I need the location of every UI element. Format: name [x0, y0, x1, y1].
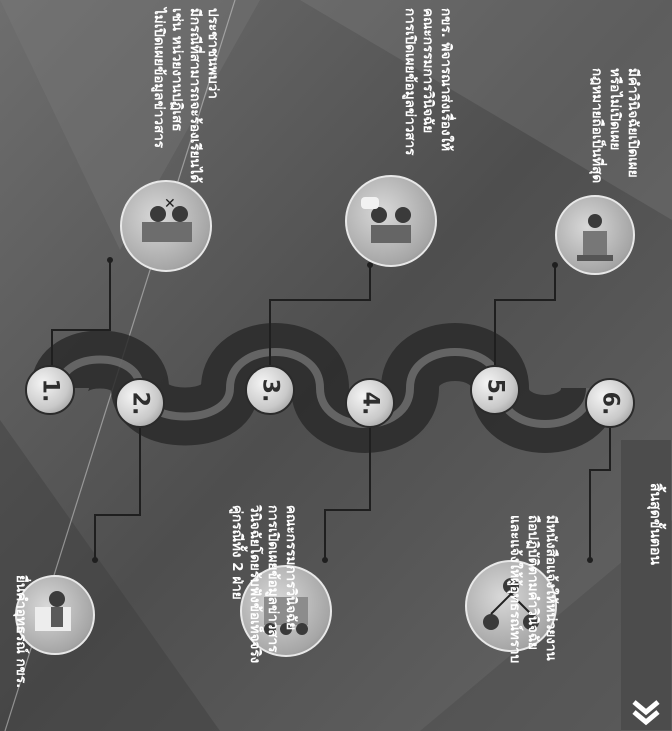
double-chevron-icon	[632, 700, 660, 726]
person-filing-appeal-icon	[15, 575, 95, 655]
step-number: 5.	[482, 378, 508, 402]
step-6-text: มีหนังสือแจ้งให้หน่วยงาน ถือปฏิบัติตามคำ…	[507, 515, 559, 664]
step-number-badge: 2.	[115, 378, 165, 428]
step-number-badge: 5.	[470, 365, 520, 415]
judge-podium-icon	[555, 195, 635, 275]
svg-text:✕: ✕	[164, 196, 176, 212]
step-number-badge: 3.	[245, 365, 295, 415]
step-number: 1.	[37, 378, 63, 402]
step-2-text: ยื่นคำอุทธรณ์ กขร.	[13, 575, 29, 689]
step-5-text: มีคำวินิจฉัยเปิดเผย หรือไม่เปิดเผย กฎหมา…	[589, 68, 641, 184]
committee-discussion-icon	[345, 175, 437, 267]
step-number: 2.	[127, 391, 153, 415]
step-number: 4.	[357, 391, 383, 415]
step-1-text: ประชาชนพบว่า มีกรณีที่สามารถจะร้องเรียนไ…	[151, 8, 221, 184]
step-number: 6.	[597, 391, 623, 415]
hearing-meeting-icon	[240, 565, 332, 657]
step-number-badge: 6.	[585, 378, 635, 428]
end-of-steps-label: สิ้นสุดขั้นตอน	[647, 483, 663, 565]
step-number-badge: 4.	[345, 378, 395, 428]
notification-network-icon	[465, 560, 557, 652]
end-of-steps-link[interactable]	[621, 440, 671, 730]
officials-rejecting-icon: ✕	[120, 180, 212, 272]
step-number: 3.	[257, 378, 283, 402]
step-number-badge: 1.	[25, 365, 75, 415]
step-4-text: คณะกรรมการวินิจฉัย การเปิดเผยข้อมูลข่าวส…	[229, 505, 299, 664]
step-3-text: กขร. พิจารณาส่งเรื่องให้ คณะกรรมการวินิจ…	[402, 8, 454, 156]
